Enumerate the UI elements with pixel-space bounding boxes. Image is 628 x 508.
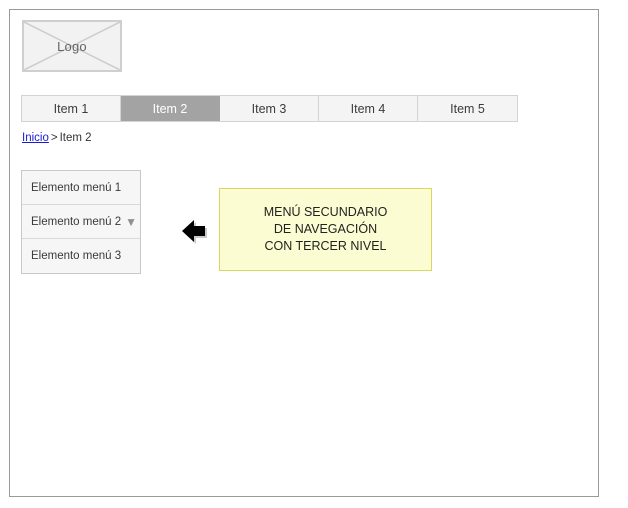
tab-item-3[interactable]: Item 3 xyxy=(220,96,319,121)
tab-item-4[interactable]: Item 4 xyxy=(319,96,418,121)
image-placeholder-icon xyxy=(24,22,120,70)
annotation-callout: MENÚ SECUNDARIO DE NAVEGACIÓN CON TERCER… xyxy=(219,188,432,271)
breadcrumb-home-link[interactable]: Inicio xyxy=(22,132,49,144)
menu-item-1-label: Elemento menú 1 xyxy=(31,181,122,194)
menu-item-2[interactable]: Elemento menú 2 ▼ xyxy=(22,205,140,239)
secondary-nav-menu: Elemento menú 1 Elemento menú 2 ▼ Elemen… xyxy=(21,170,141,274)
breadcrumb-separator: > xyxy=(50,132,58,144)
tab-item-5[interactable]: Item 5 xyxy=(418,96,517,121)
logo-label: Logo xyxy=(57,38,87,54)
breadcrumb: Inicio>Item 2 xyxy=(22,132,92,144)
menu-item-3-label: Elemento menú 3 xyxy=(31,250,122,262)
logo-placeholder[interactable]: Logo xyxy=(22,20,122,72)
annotation-callout-text: MENÚ SECUNDARIO DE NAVEGACIÓN CON TERCER… xyxy=(263,205,388,253)
menu-item-1[interactable]: Elemento menú 1 xyxy=(22,171,140,205)
menu-item-2-label: Elemento menú 2 xyxy=(31,215,122,228)
tab-item-2[interactable]: Item 2 xyxy=(121,96,220,121)
primary-nav-tabs: Item 1 Item 2 Item 3 Item 4 Item 5 xyxy=(21,95,518,122)
page-frame: Logo Item 1 Item 2 Item 3 Item 4 Item 5 … xyxy=(9,9,599,497)
breadcrumb-current: Item 2 xyxy=(59,132,92,144)
chevron-down-icon[interactable]: ▼ xyxy=(125,214,138,229)
tab-item-1[interactable]: Item 1 xyxy=(22,96,121,121)
arrow-left-icon xyxy=(178,217,210,245)
menu-item-3[interactable]: Elemento menú 3 xyxy=(22,239,140,273)
